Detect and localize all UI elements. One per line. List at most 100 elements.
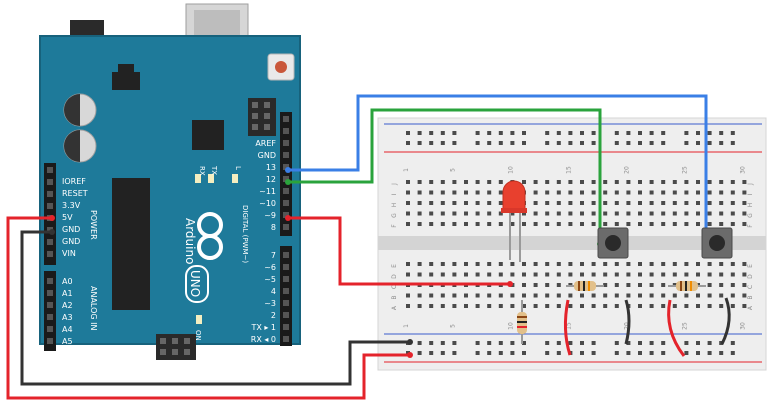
- breadboard-hole: [638, 222, 642, 226]
- power-pin-label: GND: [62, 225, 80, 234]
- rail-hole: [591, 141, 596, 145]
- header-hole: [47, 251, 53, 257]
- breadboard-hole: [614, 201, 619, 205]
- row-letter: I: [391, 193, 398, 195]
- rail-hole: [696, 351, 700, 355]
- breadboard-hole: [522, 304, 526, 308]
- rail-hole: [696, 341, 700, 345]
- rail-hole: [684, 341, 689, 345]
- breadboard-hole: [487, 190, 492, 195]
- breadboard-hole: [638, 190, 642, 195]
- breadboard-hole: [452, 180, 457, 184]
- breadboard-hole: [696, 222, 700, 226]
- header-hole: [283, 212, 289, 218]
- wire-end-dot: [285, 179, 291, 185]
- header-hole: [283, 312, 289, 318]
- breadboard-hole: [591, 222, 596, 226]
- push-button-2[interactable]: [701, 227, 733, 259]
- power-caption: POWER: [89, 210, 98, 240]
- rail-hole: [730, 351, 735, 355]
- breadboard-hole: [464, 190, 468, 195]
- breadboard-hole: [475, 211, 480, 216]
- breadboard-hole: [568, 222, 573, 226]
- rail-hole: [730, 131, 735, 135]
- breadboard-hole: [510, 222, 515, 226]
- jumper-red-2: [667, 299, 686, 357]
- header-hole: [283, 176, 289, 182]
- rail-hole: [556, 341, 561, 345]
- breadboard-hole: [487, 180, 492, 184]
- breadboard-hole: [707, 293, 712, 298]
- breadboard-hole: [730, 304, 735, 308]
- breadboard-hole: [556, 283, 561, 287]
- breadboard-hole: [672, 272, 677, 277]
- breadboard-hole: [580, 211, 584, 216]
- tx-led: [208, 174, 214, 183]
- rail-hole: [452, 351, 457, 355]
- header-hole: [252, 124, 258, 130]
- breadboard-hole: [603, 262, 608, 266]
- breadboard-hole: [510, 211, 515, 216]
- rail-hole: [626, 341, 631, 345]
- rail-hole: [638, 351, 642, 355]
- breadboard-hole: [591, 190, 596, 195]
- header-hole: [252, 113, 258, 119]
- breadboard-hole: [429, 262, 434, 266]
- header-hole: [283, 188, 289, 194]
- rail-hole: [556, 131, 561, 135]
- header-hole: [47, 278, 53, 284]
- breadboard-hole: [730, 283, 735, 287]
- breadboard-hole: [696, 180, 700, 184]
- breadboard-hole: [684, 304, 689, 308]
- breadboard-hole: [649, 222, 654, 226]
- push-button-1[interactable]: [597, 227, 629, 259]
- breadboard-hole: [475, 190, 480, 195]
- breadboard-hole: [429, 293, 434, 298]
- breadboard-hole: [603, 180, 608, 184]
- breadboard-hole: [649, 201, 654, 205]
- breadboard-hole: [406, 262, 410, 266]
- breadboard-hole: [638, 211, 642, 216]
- row-letter: G: [391, 213, 398, 218]
- row-letter: A: [747, 305, 754, 310]
- row-letter: J: [747, 183, 754, 186]
- breadboard-hole: [417, 262, 422, 266]
- breadboard-hole: [533, 262, 538, 266]
- rail-hole: [591, 131, 596, 135]
- breadboard-hole: [440, 293, 445, 298]
- rail-hole: [510, 131, 515, 135]
- breadboard-hole: [614, 262, 619, 266]
- rail-hole: [487, 351, 492, 355]
- column-number-bottom: 15: [565, 322, 572, 330]
- rail-hole: [661, 141, 666, 145]
- rail-hole: [661, 351, 666, 355]
- breadboard-hole: [591, 272, 596, 277]
- breadboard-hole: [649, 293, 654, 298]
- power-pin-label: GND: [62, 237, 80, 246]
- breadboard-hole: [696, 262, 700, 266]
- breadboard-hole: [707, 283, 712, 287]
- power-pin-label: 5V: [62, 213, 73, 222]
- rail-hole: [580, 351, 584, 355]
- header-hole: [283, 336, 289, 342]
- breadboard-hole: [522, 222, 526, 226]
- breadboard-hole: [684, 211, 689, 216]
- breadboard-hole: [429, 304, 434, 308]
- breadboard-hole: [638, 304, 642, 308]
- rail-hole: [614, 341, 619, 345]
- voltage-regulator-tab: [118, 64, 134, 72]
- breadboard-hole: [661, 201, 666, 205]
- breadboard-hole: [498, 262, 503, 266]
- breadboard-hole: [556, 293, 561, 298]
- header-hole: [283, 300, 289, 306]
- breadboard-hole: [452, 201, 457, 205]
- breadboard-hole: [614, 304, 619, 308]
- breadboard-hole: [440, 190, 445, 195]
- red-led: [501, 180, 527, 262]
- breadboard-hole: [440, 262, 445, 266]
- rail-hole: [487, 341, 492, 345]
- power-pin-label: IOREF: [62, 177, 86, 186]
- breadboard-hole: [649, 262, 654, 266]
